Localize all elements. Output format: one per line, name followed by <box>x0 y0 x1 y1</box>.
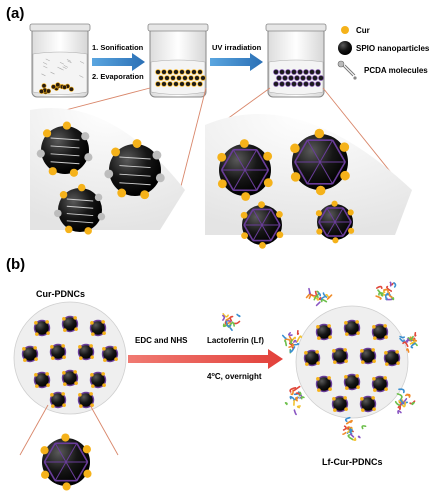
single-cur-pdnc <box>40 433 92 491</box>
sonification-arrow <box>92 53 145 71</box>
zoom-fan-after-uv <box>205 113 412 249</box>
legend-spio: SPIO nanoparticles <box>356 44 430 53</box>
conjugation-arrow <box>128 349 283 369</box>
legend-pcda: PCDA molecules <box>364 66 428 75</box>
panel-a-label: (a) <box>6 5 24 22</box>
spio-legend-swatch <box>338 41 352 55</box>
cur-pdncs-title: Cur-PDNCs <box>36 289 85 299</box>
vial-after-uv <box>265 23 327 98</box>
vial-before <box>29 23 91 98</box>
condition-label: 4oC, overnight <box>207 372 262 381</box>
uv-arrow <box>210 53 263 71</box>
lactoferrin-protein-icon <box>222 313 241 332</box>
step1-line1: 1. Sonification <box>92 43 144 52</box>
legend-cur: Cur <box>356 26 370 35</box>
zoom-fan-before-uv <box>30 107 185 235</box>
zoom-lines-b <box>19 404 119 456</box>
legend: Cur SPIO nanoparticles PCDA molecules <box>337 26 430 80</box>
pcda-legend-swatch <box>337 60 357 80</box>
lf-cur-pdnc-cluster <box>281 281 418 441</box>
cur-legend-swatch <box>341 26 349 34</box>
edc-nhs-label: EDC and NHS <box>135 336 188 345</box>
cur-pdnc-cluster <box>13 301 127 415</box>
step2-label: UV irradiation <box>212 43 262 52</box>
lf-cur-pdncs-title: Lf-Cur-PDNCs <box>322 457 383 467</box>
lactoferrin-label: Lactoferrin (Lf) <box>207 336 264 345</box>
step1-line2: 2. Evaporation <box>92 72 144 81</box>
vial-after-evaporation <box>147 23 209 98</box>
panel-b-label: (b) <box>6 256 25 273</box>
